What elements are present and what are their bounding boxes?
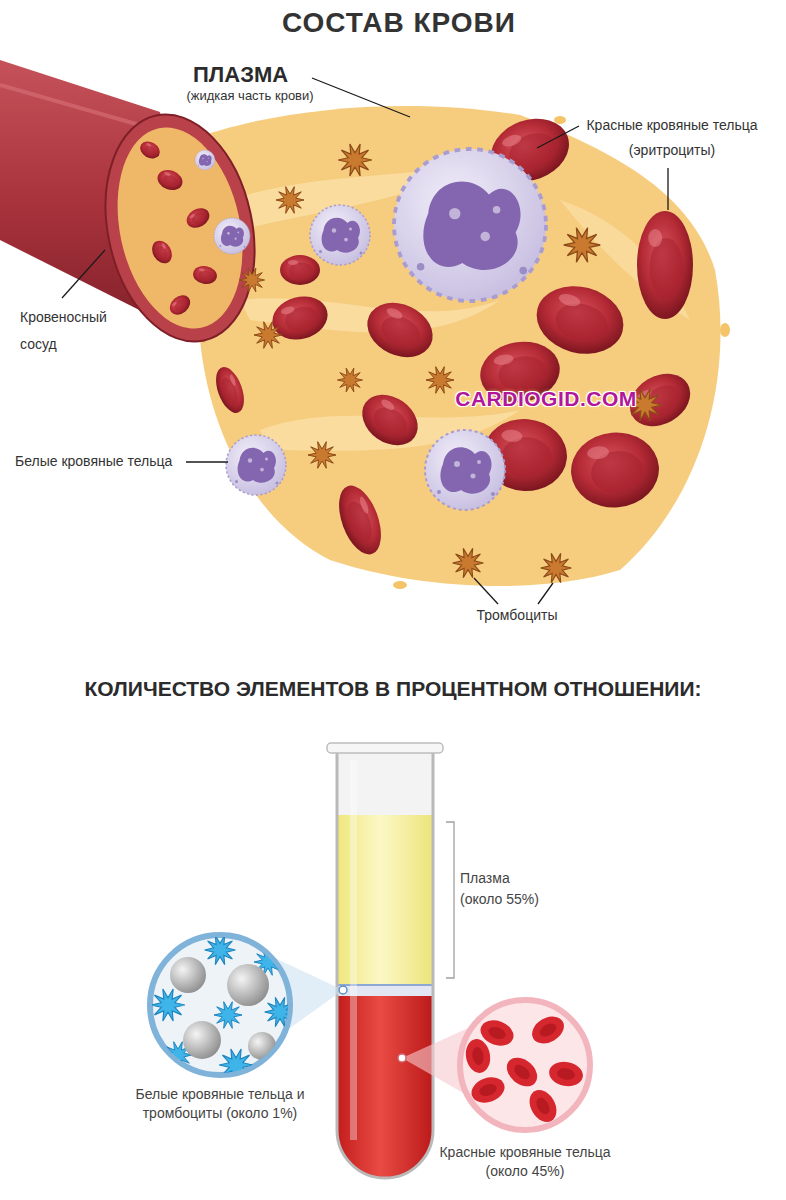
plasma-bracket bbox=[446, 822, 454, 978]
platelets bbox=[239, 144, 661, 583]
platelets bbox=[564, 228, 600, 263]
red-cells-magnifier bbox=[463, 1037, 493, 1075]
part-label: Белые кровяные тельца bbox=[15, 453, 172, 470]
diagram-title: СОСТАВ КРОВИ bbox=[282, 6, 516, 40]
vessel-section bbox=[195, 150, 215, 170]
part-label: Красные кровяные тельца (эритроциты) bbox=[580, 113, 765, 163]
vessel-section bbox=[100, 116, 260, 340]
white-blood-cells bbox=[310, 205, 370, 265]
red-cells-magnifier bbox=[524, 1085, 562, 1126]
white-blood-cells bbox=[214, 218, 250, 254]
plasma bbox=[720, 323, 730, 337]
percent-label: Плазма (около 55%) bbox=[460, 868, 548, 910]
watermark: CARDIOGID.COM bbox=[455, 386, 637, 411]
platelets bbox=[254, 322, 282, 349]
vessel-section bbox=[166, 291, 194, 318]
platelets bbox=[338, 144, 372, 176]
red-blood-cells bbox=[358, 293, 441, 368]
white-blood-cells bbox=[425, 430, 505, 510]
section-heading: КОЛИЧЕСТВО ЭЛЕМЕНТОВ В ПРОЦЕНТНОМ ОТНОШЕ… bbox=[84, 676, 701, 701]
plasma-bracket bbox=[446, 822, 454, 978]
blood-vessel bbox=[0, 85, 150, 128]
vessel-section bbox=[137, 138, 163, 162]
vessel-section bbox=[155, 167, 186, 194]
leader-lines bbox=[537, 126, 579, 148]
white-cells-magnifier bbox=[214, 1002, 242, 1029]
test-tube bbox=[327, 743, 443, 1196]
white-cells-magnifier bbox=[339, 986, 347, 994]
plasma bbox=[190, 106, 730, 589]
test-tube bbox=[337, 752, 433, 1178]
vessel-section bbox=[86, 101, 275, 356]
white-blood-cells bbox=[214, 149, 546, 510]
red-blood-cells bbox=[331, 480, 389, 560]
white-cells-magnifier bbox=[219, 1049, 253, 1081]
leader-lines bbox=[538, 583, 553, 604]
plasma bbox=[393, 581, 407, 589]
red-blood-cells bbox=[211, 363, 250, 416]
red-cells-magnifier bbox=[547, 1059, 585, 1089]
red-blood-cells bbox=[353, 384, 428, 455]
part-note: (жидкая часть крови) bbox=[186, 88, 313, 104]
white-cells-magnifier bbox=[150, 935, 347, 1081]
platelets bbox=[276, 187, 304, 214]
white-blood-cells bbox=[226, 435, 286, 495]
platelets bbox=[453, 548, 484, 577]
white-blood-cells bbox=[394, 149, 546, 301]
red-cells-magnifier bbox=[501, 1052, 542, 1092]
plasma bbox=[190, 106, 721, 586]
red-cells-magnifier bbox=[398, 1054, 406, 1062]
white-cells-magnifier bbox=[170, 957, 206, 993]
red-blood-cells bbox=[637, 211, 693, 319]
red-blood-cells bbox=[568, 429, 662, 511]
leader-lines bbox=[62, 78, 668, 604]
red-cells-magnifier bbox=[460, 1000, 590, 1130]
vessel-section bbox=[192, 264, 219, 286]
percent-label: Белые кровяные тельца и тромбоциты (окол… bbox=[135, 1085, 305, 1123]
part-label: Тромбоциты bbox=[477, 607, 558, 624]
leader-lines bbox=[474, 578, 498, 604]
test-tube bbox=[327, 743, 443, 753]
leader-lines bbox=[186, 461, 228, 462]
red-blood-cells bbox=[211, 108, 700, 560]
vessel-section bbox=[86, 101, 275, 356]
white-cells-magnifier bbox=[227, 964, 269, 1006]
percent-label: Красные кровяные тельца (около 45%) bbox=[435, 1143, 615, 1181]
platelets bbox=[337, 368, 362, 392]
plasma bbox=[554, 116, 566, 124]
white-cells-magnifier bbox=[248, 1032, 276, 1060]
white-cells-magnifier bbox=[183, 1021, 221, 1059]
platelets bbox=[426, 367, 454, 394]
red-cells-magnifier bbox=[468, 1073, 508, 1107]
leader-lines bbox=[667, 168, 668, 210]
platelets bbox=[308, 442, 336, 469]
red-blood-cells bbox=[280, 255, 320, 285]
vessel-section bbox=[183, 204, 213, 232]
part-label: Кровеносный сосуд bbox=[20, 304, 130, 357]
red-cells-magnifier bbox=[463, 1011, 585, 1127]
leader-lines bbox=[62, 250, 105, 298]
test-tube bbox=[350, 760, 357, 1140]
white-cells-magnifier bbox=[151, 935, 295, 1081]
white-cells-magnifier bbox=[151, 989, 185, 1021]
vessel-section bbox=[148, 237, 176, 267]
red-cells-magnifier bbox=[398, 1000, 590, 1130]
white-cells-magnifier bbox=[205, 935, 236, 964]
platelets bbox=[541, 553, 572, 582]
red-blood-cells bbox=[268, 290, 333, 345]
leader-lines bbox=[312, 78, 410, 117]
red-cells-magnifier bbox=[527, 1011, 568, 1049]
part-label: ПЛАЗМА bbox=[193, 62, 288, 88]
white-cells-magnifier bbox=[265, 997, 296, 1026]
platelets bbox=[239, 268, 264, 292]
